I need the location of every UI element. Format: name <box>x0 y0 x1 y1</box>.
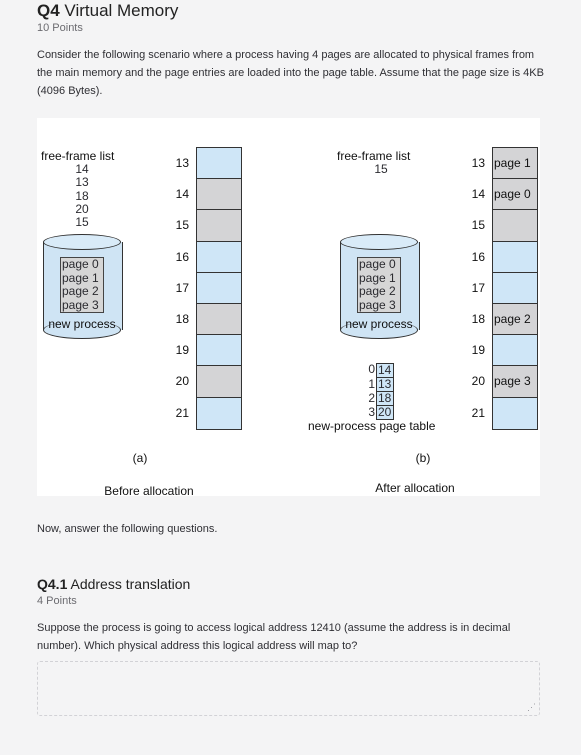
memory-frame <box>493 210 537 242</box>
question-number: Q4 <box>37 1 60 20</box>
process-page: page 2 <box>62 284 99 298</box>
free-frame-list-label-a: free-frame list <box>41 149 115 163</box>
page-table-index: 1 <box>368 377 375 391</box>
page-table-index: 0 <box>368 362 375 376</box>
memory-frame <box>197 148 241 180</box>
frame-number: 14 <box>471 187 485 202</box>
page-table-index: 2 <box>368 391 375 405</box>
frame-number: 16 <box>175 249 189 264</box>
memory-frame: page 0 <box>493 179 537 211</box>
frame-number: 18 <box>175 312 189 326</box>
physical-memory-a <box>196 147 242 430</box>
free-frame-item: 14 <box>75 162 89 176</box>
memory-frame: page 2 <box>493 303 537 336</box>
memory-frame <box>197 179 241 211</box>
panel-label-b: (b) <box>415 451 431 465</box>
memory-frame <box>493 272 537 304</box>
process-page: page 3 <box>62 297 99 312</box>
subquestion-points: 4 Points <box>37 595 77 607</box>
new-process-label-b: new process <box>345 317 413 331</box>
memory-frame <box>197 397 241 429</box>
process-page: page 1 <box>62 270 99 285</box>
panel-label-a: (a) <box>132 451 148 465</box>
process-page: page 0 <box>359 257 396 271</box>
free-frame-list-b: 15 <box>366 162 396 176</box>
frame-number: 21 <box>175 405 189 420</box>
memory-frame: page 3 <box>493 366 537 398</box>
frame-number: 16 <box>471 249 485 264</box>
frame-number: 15 <box>175 218 189 233</box>
free-frame-item: 13 <box>75 175 89 190</box>
memory-frame <box>493 335 537 367</box>
frame-number: 20 <box>471 374 485 389</box>
memory-frame <box>197 303 241 336</box>
memory-frame <box>197 241 241 273</box>
question-intro: Consider the following scenario where a … <box>37 49 544 97</box>
caption-after: After allocation <box>375 481 455 495</box>
memory-frame <box>493 397 537 429</box>
free-frame-item: 20 <box>75 201 89 216</box>
answer-text <box>38 662 539 674</box>
caption-before: Before allocation <box>104 484 194 498</box>
page-table-index: 3 <box>368 405 375 419</box>
frame-number: 19 <box>471 343 485 358</box>
answer-textarea[interactable]: ⋰ <box>37 661 540 716</box>
followup-text: Now, answer the following questions. <box>37 523 218 535</box>
memory-frame <box>493 241 537 273</box>
question-points: 10 Points <box>37 22 83 34</box>
frame-number: 13 <box>471 156 485 170</box>
process-page: page 1 <box>359 270 396 285</box>
memory-frame <box>197 335 241 367</box>
subquestion-title-text: Address translation <box>70 576 191 592</box>
question-title: Q4 Virtual Memory <box>37 1 178 21</box>
subquestion-title: Q4.1 Address translation <box>37 576 190 592</box>
new-process-label-a: new process <box>48 317 116 331</box>
page-table-frame: 13 <box>376 378 394 392</box>
page-table-frame: 18 <box>376 392 394 406</box>
subquestion-text: Suppose the process is going to access l… <box>37 622 511 652</box>
free-frame-item: 15 <box>374 162 388 176</box>
frame-number: 15 <box>471 218 485 233</box>
frame-number: 17 <box>175 280 189 295</box>
page-table-frame: 20 <box>376 406 394 420</box>
process-page: page 3 <box>359 297 396 312</box>
resize-handle-icon[interactable]: ⋰ <box>527 702 536 712</box>
memory-frame <box>197 366 241 398</box>
free-frame-item: 18 <box>75 188 89 203</box>
process-page: page 0 <box>62 257 99 271</box>
memory-frame <box>197 272 241 304</box>
free-frame-item: 15 <box>75 215 89 230</box>
memory-frame <box>197 210 241 242</box>
frame-number: 17 <box>471 280 485 295</box>
question-title-text: Virtual Memory <box>64 1 179 20</box>
frame-number: 21 <box>471 405 485 420</box>
page-table-label: new-process page table <box>308 419 436 433</box>
frame-number: 20 <box>175 374 189 389</box>
frame-number: 14 <box>175 187 189 202</box>
subquestion-number: Q4.1 <box>37 576 68 592</box>
frame-number: 18 <box>471 312 485 326</box>
frame-number: 19 <box>175 343 189 358</box>
free-frame-list-label-b: free-frame list <box>337 149 411 163</box>
frame-number: 13 <box>175 156 189 170</box>
process-page: page 2 <box>359 284 396 298</box>
memory-frame: page 1 <box>493 148 537 180</box>
page-table-frame: 14 <box>376 363 394 378</box>
